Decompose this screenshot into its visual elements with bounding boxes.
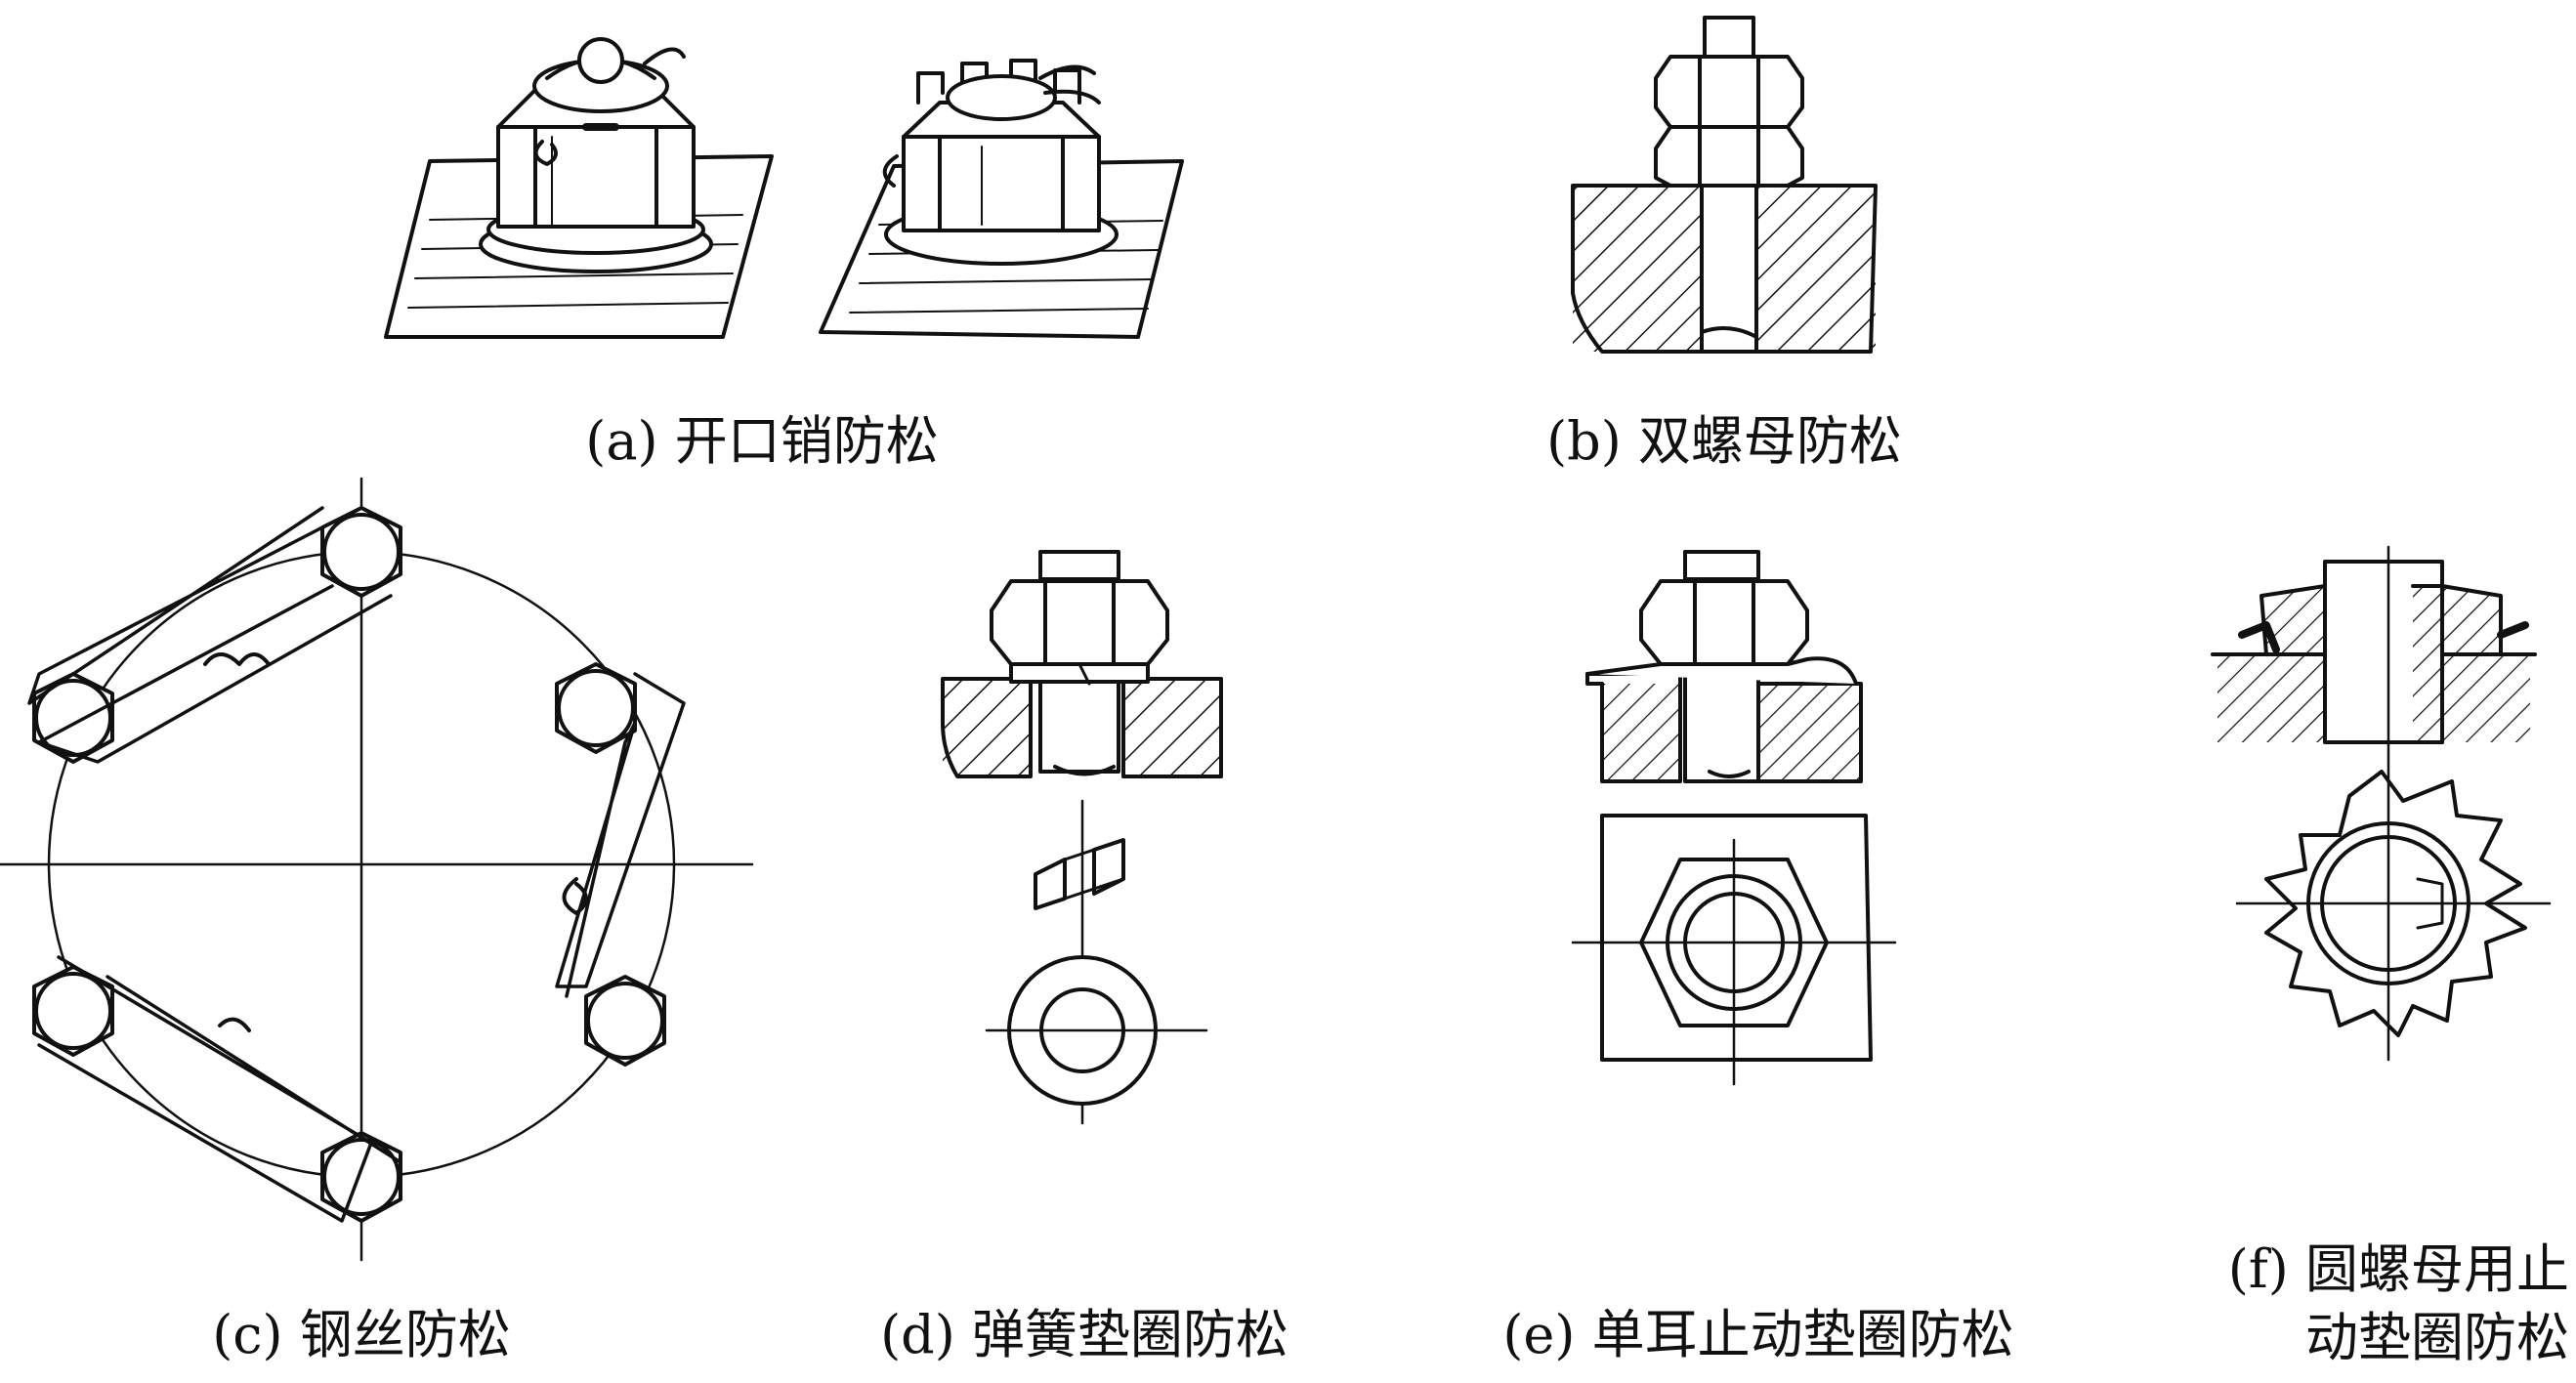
diagram-b-double-nut xyxy=(1573,18,1876,352)
diagram-e-tab-washer xyxy=(1573,552,1895,1084)
caption-e: (e) 单耳止动垫圈防松 xyxy=(1502,1304,2014,1365)
caption-d: (d) 弹簧垫圈防松 xyxy=(880,1304,1288,1365)
caption-b: (b) 双螺母防松 xyxy=(1546,410,1902,472)
diagram-a-cotter-pin xyxy=(386,39,1182,337)
diagram-f-round-nut-washer xyxy=(2213,547,2550,1060)
caption-c: (c) 钢丝防松 xyxy=(212,1304,511,1365)
caption-f-line2: 动垫圈防松 xyxy=(2305,1307,2569,1368)
diagram-c-wire-locking xyxy=(0,479,752,1260)
caption-a: (a) 开口销防松 xyxy=(585,410,939,472)
diagram-d-spring-washer xyxy=(943,552,1221,1123)
caption-f-line1: (f) 圆螺母用止 xyxy=(2227,1238,2569,1300)
